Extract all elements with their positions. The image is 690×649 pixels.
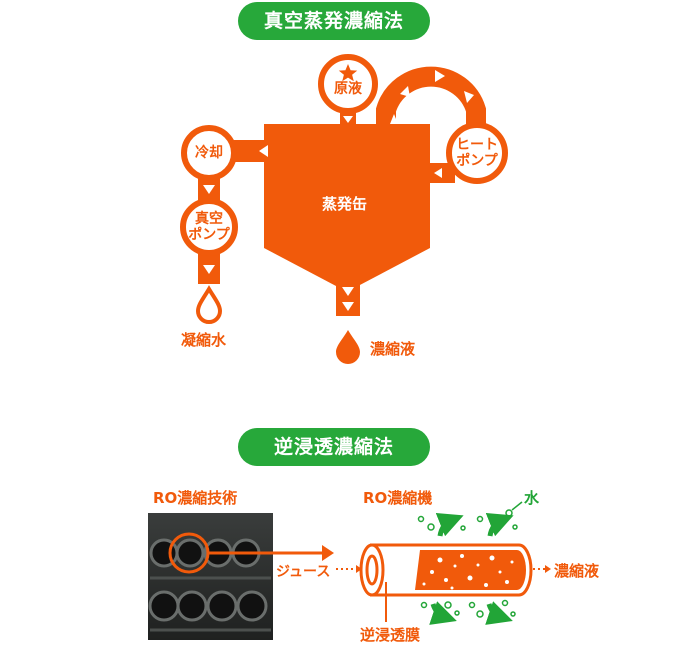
loop-arrow-1 — [390, 114, 398, 124]
heat-pump-label-line1: ヒート — [456, 137, 498, 153]
condensed-water-label: 凝縮水 — [181, 331, 227, 349]
concentrate-droplet-icon — [336, 330, 360, 364]
ro-photo-tubes — [148, 538, 271, 632]
loop-arrow-4 — [464, 91, 474, 103]
outlet-arrow-1 — [342, 287, 354, 296]
ro-membrane-tube-icon — [359, 543, 533, 597]
ro-concentrate-label: 濃縮液 — [554, 562, 600, 580]
heat-pump-label-line2: ポンプ — [456, 153, 498, 169]
loop-arrow-2 — [400, 86, 410, 97]
juice-input-head — [356, 565, 362, 573]
water-arrow-3 — [429, 601, 457, 625]
vacuum-pump-node — [180, 198, 238, 256]
cooling-node — [181, 125, 237, 181]
cooling-down-arrow — [203, 185, 215, 194]
evaporation-title: 真空蒸発濃縮法 — [238, 2, 430, 40]
water-arrow-4 — [485, 601, 513, 625]
vacuum-pump-label-line1: 真空 — [195, 211, 223, 227]
cooling-label: 冷却 — [195, 145, 223, 161]
concentrate-label: 濃縮液 — [370, 340, 416, 358]
condensed-water-droplet-icon — [195, 285, 223, 324]
evaporator-vessel — [264, 124, 430, 286]
loop-arrow-5 — [434, 168, 442, 178]
vacuum-pump-label-line2: ポンプ — [188, 227, 230, 243]
raw-liquid-label: 原液 — [334, 81, 362, 97]
vacuum-pump-label: 真空 ポンプ — [183, 209, 235, 245]
feed-arrow — [343, 116, 353, 123]
water-arrow-1 — [435, 513, 464, 537]
heat-pump-loop — [376, 66, 486, 124]
cooling-arrow — [259, 145, 268, 157]
reverse-osmosis-title: 逆浸透濃縮法 — [238, 428, 430, 466]
water-pointer — [511, 501, 523, 511]
star-icon — [338, 64, 358, 82]
outlet-arrow-2 — [342, 302, 354, 311]
vacuum-down-arrow — [203, 265, 215, 274]
water-arrow-2 — [485, 513, 514, 537]
loop-arrow-3 — [435, 70, 445, 82]
ro-machine-label: RO濃縮機 — [363, 489, 433, 507]
membrane-label: 逆浸透膜 — [360, 626, 421, 644]
water-bubbles — [417, 509, 518, 618]
heat-pump-return — [430, 163, 455, 183]
concentrate-output-head — [545, 565, 551, 573]
evaporator-label: 蒸発缶 — [322, 195, 368, 213]
juice-label: ジュース — [276, 564, 331, 580]
heat-pump-label: ヒート ポンプ — [451, 135, 503, 171]
water-label: 水 — [524, 489, 540, 507]
heat-pump-node — [446, 122, 508, 184]
juice-arrow-head — [322, 545, 334, 561]
cooling-line — [232, 140, 264, 162]
ro-photo-label: RO濃縮技術 — [153, 489, 238, 507]
